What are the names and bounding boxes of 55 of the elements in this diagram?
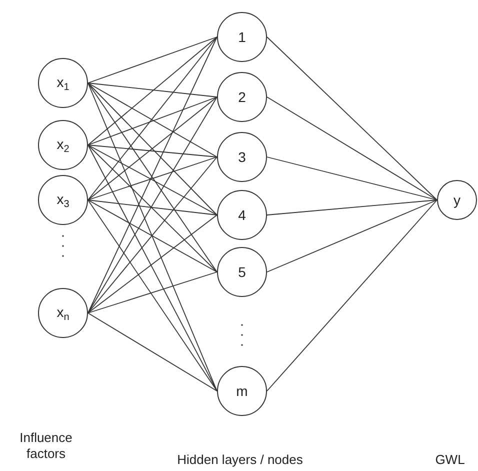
neuron-circle <box>38 175 88 225</box>
neuron-label: 1 <box>238 29 246 45</box>
connection-line <box>88 36 218 146</box>
layer-caption: Influence factors <box>18 430 74 462</box>
neuron-circle <box>217 366 267 416</box>
connection-line <box>88 96 218 146</box>
connection-line <box>88 144 218 272</box>
connection-line <box>266 156 438 200</box>
connection-line <box>266 200 438 392</box>
connection-line <box>88 156 218 314</box>
connection-line <box>88 156 218 200</box>
neuron-circle <box>217 72 267 122</box>
layer-caption: Hidden layers / nodes <box>176 452 304 468</box>
connection-line <box>88 96 218 200</box>
connection-line <box>266 96 438 200</box>
neuron-label: m <box>236 383 248 399</box>
connection-line <box>88 36 218 314</box>
neuron-circle <box>38 58 88 108</box>
connection-line <box>88 96 218 314</box>
neuron-label: 2 <box>238 89 246 105</box>
neuron-label: x$_{3}$ <box>56 190 70 210</box>
neuron-label: x$_{2}$ <box>56 136 70 154</box>
connection-line <box>266 200 438 216</box>
layer-caption: GWL <box>434 452 466 468</box>
connection-line <box>88 144 218 216</box>
neuron-label: x$_{1}$ <box>56 74 70 92</box>
neuron-label: y <box>454 192 460 208</box>
connection-line <box>88 312 218 392</box>
neuron-label: 4 <box>238 207 246 223</box>
neuron-circle <box>437 180 477 220</box>
connection-line <box>88 214 218 314</box>
connection-line <box>88 82 218 98</box>
connection-line <box>266 36 438 200</box>
connection-line <box>88 200 218 216</box>
connection-line <box>88 82 218 216</box>
connection-line <box>88 200 218 392</box>
connection-line <box>88 272 218 314</box>
connection-line <box>88 82 218 158</box>
neuron-circle <box>217 132 267 182</box>
connection-line <box>88 36 218 200</box>
neuron-label: x$_{n}$ <box>56 304 70 322</box>
neuron-circle <box>217 247 267 297</box>
connection-line <box>88 36 218 84</box>
connection-line <box>88 200 218 272</box>
connection-line <box>88 144 218 158</box>
neuron-label: 5 <box>238 264 246 280</box>
connection-line <box>88 82 218 392</box>
neuron-circle <box>217 12 267 62</box>
neuron-label: 3 <box>238 149 246 165</box>
connection-line <box>266 200 438 272</box>
neuron-circle <box>38 120 88 170</box>
connection-line <box>88 144 218 392</box>
connection-line <box>88 82 218 272</box>
neuron-circle <box>217 190 267 240</box>
neuron-circle <box>38 288 88 338</box>
